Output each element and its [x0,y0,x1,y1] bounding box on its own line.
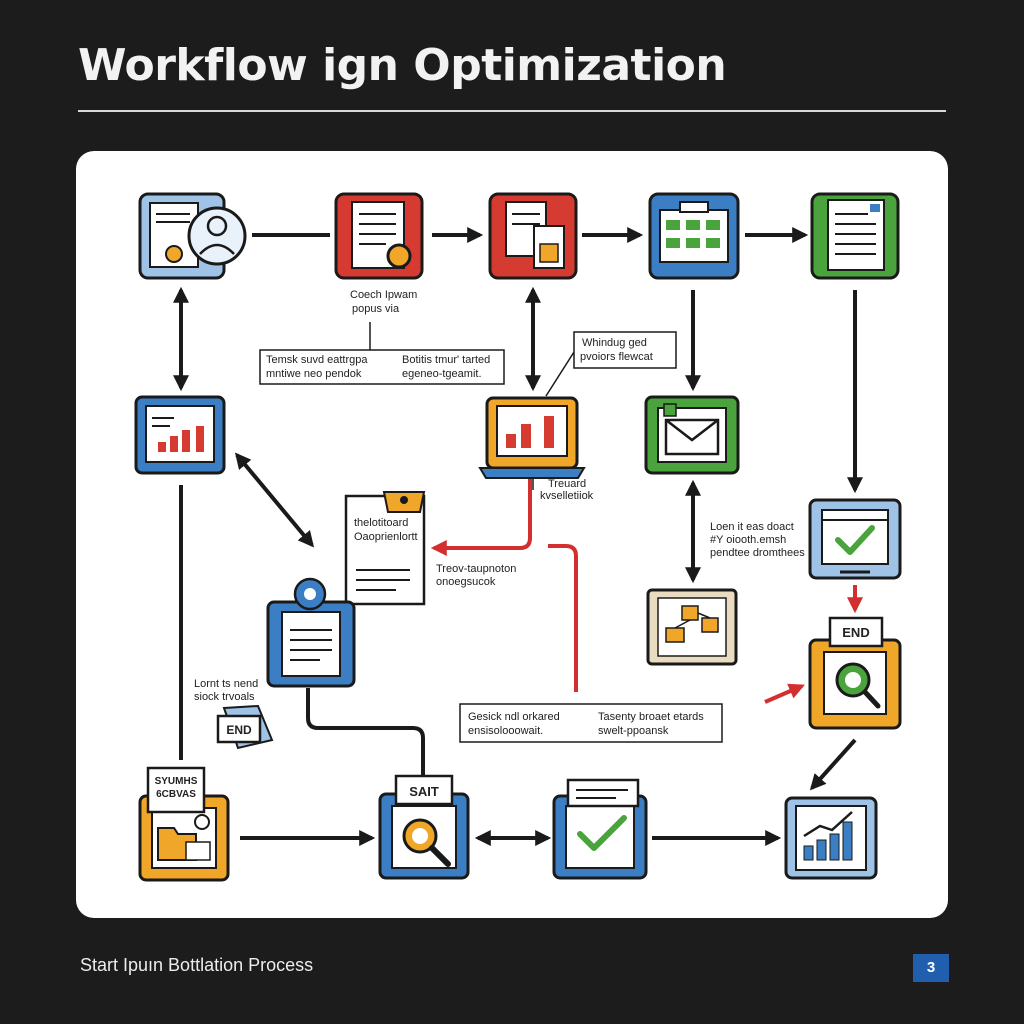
page-number: 3 [913,954,949,982]
callout-4-line2: kvselletiiok [540,490,594,502]
callout-7-line1: Loen it eas doact [710,521,794,533]
callout-box-2 [259,349,505,385]
summary-label-2: 6CBVAS [156,789,196,800]
callout-9-left2: ensisolooowait. [468,725,543,737]
end-tag-right [828,616,884,648]
salt-tag [394,774,454,806]
callout-box-3 [573,331,677,369]
callout-7-line3: pendtee dromthees [710,547,805,559]
callout-6-line2: onoegsucok [436,576,496,588]
callout-7-line2: #Y oiooth.emsh [710,534,786,546]
node-end-left [216,704,274,750]
callout-leaders [369,322,575,490]
callout-3-line1: Whindug ged [582,337,647,349]
connectors [173,227,863,846]
callout-8-line1: Lornt ts nend [194,678,258,690]
footer-caption: Start Ipuın Bottlation Process [80,955,314,975]
red-path-laptop-doc [430,478,532,556]
callout-1-line2: popus via [352,303,400,315]
node-laptop-chart [478,396,586,479]
node-salt-search [378,774,470,880]
arrow-chart-list [234,452,315,548]
node-blue-table [648,192,740,280]
red-arrow-search [764,683,805,704]
node-end-search [808,616,902,730]
callout-2-right1: Botitis tmur' tarted [402,354,490,366]
node-green-document [810,192,900,280]
callout-9-right2: swelt-ppoansk [598,725,669,737]
red-connectors [430,478,863,704]
end-label-left: END [226,723,252,737]
red-path-doc-callout [548,544,578,692]
callout-4-line1: Treuard [548,478,586,490]
summary-label-1: SYUMHS [155,776,198,787]
callout-9-left1: Gesick ndl orkared [468,711,560,723]
node-check-screen [552,778,648,880]
callout-3-line2: pvoiors flewcat [580,351,653,363]
node-user-profile [138,192,247,280]
arrow-search-chart [809,738,857,791]
node-mail [644,395,740,475]
magnifier-icon [386,243,412,269]
node-summary-folder [138,766,230,882]
callout-box-9 [459,703,723,743]
node-document-list [344,491,426,606]
callout-9-right1: Tasenty broaet etards [598,711,704,723]
end-label-right: END [842,625,869,640]
callout-2-right2: egeneo-tgeamit. [402,368,482,380]
callout-2-left2: mntiwe neo pendok [266,368,362,380]
page-title: Workflow ign Optimization [78,40,727,91]
node-clipboard [266,577,356,688]
callout-8-line2: siock trvoals [194,691,255,703]
node-red-files [488,192,578,280]
node-bar-chart [134,395,226,475]
title-divider [78,110,946,112]
callout-1-line1: Coech Ipwam [350,289,417,301]
callout-5-line2: Oaoprienlortt [354,531,418,543]
node-monitor-check [808,498,902,580]
callout-5-line1: thelotitoard [354,517,408,529]
connector-clip-salt [306,688,425,775]
callout-2-left1: Temsk suvd eattrgpa [266,354,368,366]
salt-label: SAIT [409,784,439,799]
end-tag-left [216,714,262,744]
node-red-document [334,192,424,280]
node-growth-chart [784,796,878,880]
check-icon [577,815,627,851]
callout-6-line1: Treov-taupnoton [436,563,516,575]
node-flowchart [646,588,738,666]
